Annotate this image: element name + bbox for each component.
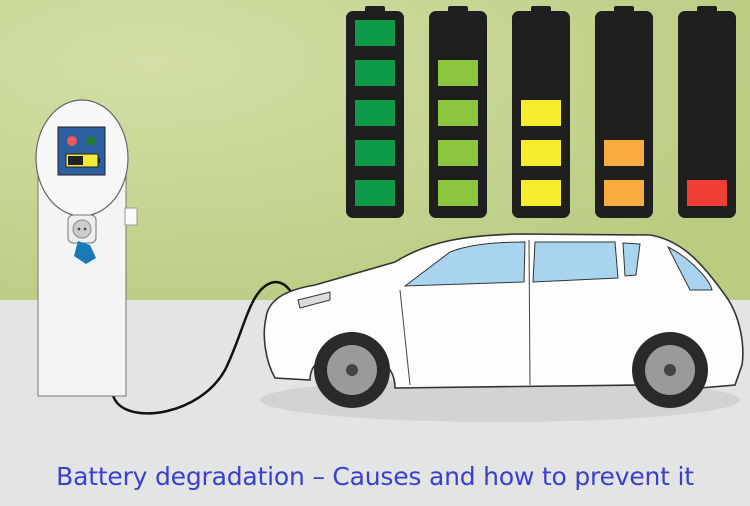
red-indicator-icon [67, 136, 77, 146]
car-window [403, 241, 526, 287]
battery-cell [355, 180, 395, 206]
battery-cell [355, 140, 395, 166]
charger-screen [57, 126, 106, 176]
battery-cell [355, 100, 395, 126]
charging-station [35, 99, 138, 397]
green-indicator-icon [86, 136, 96, 146]
battery-cell [604, 140, 644, 166]
battery-cell [438, 180, 478, 206]
battery-icon [512, 6, 570, 218]
battery-icon [678, 6, 736, 218]
car-window [622, 242, 641, 277]
battery-cell [355, 60, 395, 86]
caption-title: Battery degradation – Causes and how to … [56, 462, 694, 491]
battery-icon [346, 6, 404, 218]
battery-cell [438, 140, 478, 166]
battery-row [346, 6, 736, 218]
battery-cell [521, 140, 561, 166]
battery-cell [521, 100, 561, 126]
electric-car [263, 233, 744, 408]
battery-cell [687, 180, 727, 206]
car-window [532, 241, 619, 283]
plug-icon [74, 241, 96, 264]
battery-icon [429, 6, 487, 218]
car-window [666, 245, 713, 291]
battery-cell [438, 60, 478, 86]
battery-cell [521, 180, 561, 206]
battery-icon [595, 6, 653, 218]
battery-cell [438, 100, 478, 126]
battery-cell [355, 20, 395, 46]
battery-cell [604, 180, 644, 206]
